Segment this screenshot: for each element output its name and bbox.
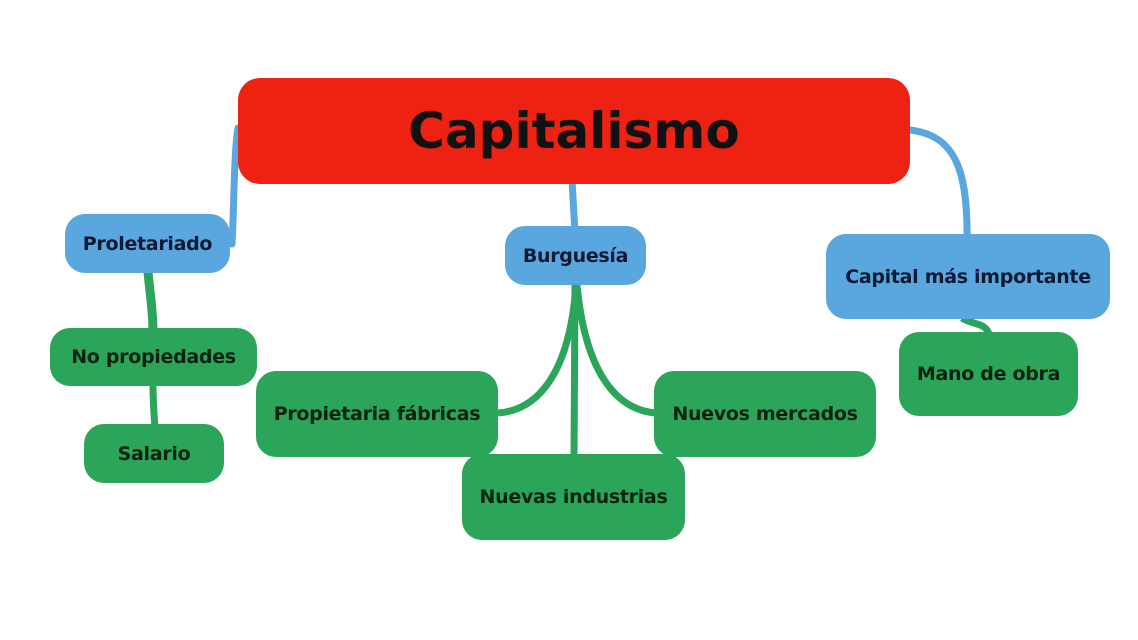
link-nopropiedades-salario	[149, 383, 159, 429]
node-label: Proletariado	[82, 232, 213, 255]
node-propietaria-fabricas[interactable]: Propietaria fábricas	[256, 371, 498, 457]
link-root-capital	[906, 126, 971, 244]
link-root-proletariado	[228, 124, 242, 248]
link-proletariado-nopropiedades	[143, 271, 158, 333]
node-label: Salario	[117, 442, 191, 465]
link-burguesia-propietaria	[497, 284, 580, 417]
node-proletariado[interactable]: Proletariado	[65, 214, 230, 273]
node-nuevos-mercados[interactable]: Nuevos mercados	[654, 371, 876, 457]
node-salario[interactable]: Salario	[84, 424, 224, 483]
link-capital-manodeobra	[959, 314, 993, 336]
link-burguesia-industrias	[570, 284, 579, 459]
node-label: Nuevos mercados	[672, 403, 858, 425]
node-nuevas-industrias[interactable]: Nuevas industrias	[462, 454, 685, 540]
node-label: Propietaria fábricas	[273, 403, 481, 425]
root-node-capitalismo[interactable]: Capitalismo	[238, 78, 910, 184]
node-capital-mas-importante[interactable]: Capital más importante	[826, 234, 1110, 319]
node-no-propiedades[interactable]: No propiedades	[50, 328, 257, 386]
node-burguesia[interactable]: Burguesía	[505, 226, 646, 285]
node-label: Burguesía	[522, 244, 629, 267]
node-mano-de-obra[interactable]: Mano de obra	[899, 332, 1078, 416]
node-label: Mano de obra	[916, 363, 1061, 385]
node-label: No propiedades	[71, 346, 236, 368]
link-root-burguesia	[568, 176, 579, 236]
node-label: Capital más importante	[845, 265, 1091, 288]
link-burguesia-mercados	[573, 284, 657, 417]
root-label: Capitalismo	[408, 102, 740, 160]
node-label: Nuevas industrias	[479, 486, 668, 508]
